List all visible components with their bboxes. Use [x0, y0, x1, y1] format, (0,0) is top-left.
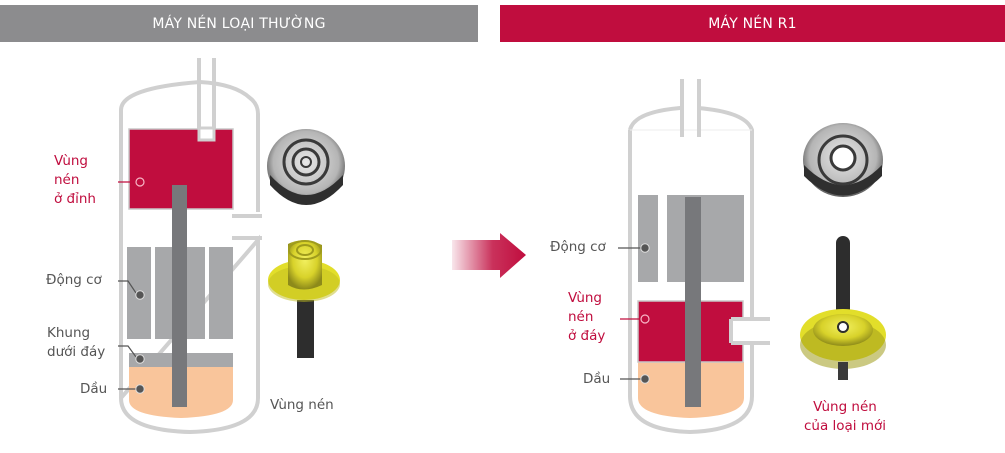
label-line: ở đáy: [568, 328, 606, 344]
lower-frame-marker: [135, 354, 145, 364]
standard-compressor-illustration: [118, 58, 262, 435]
arrow-right-icon: [452, 233, 526, 278]
r1-label-motor: Động cơ: [550, 239, 606, 255]
label-line: ở đỉnh: [54, 191, 96, 207]
standard-shaft: [172, 185, 187, 407]
label-oil: Dầu: [80, 381, 108, 397]
label-line: Vùng: [568, 290, 603, 306]
standard-scroll-parts-image: [267, 129, 345, 358]
header-standard-compressor: MÁY NÉN LOẠI THƯỜNG: [0, 5, 478, 42]
r1-motor-marker: [640, 243, 650, 253]
compression-zone-marker: [135, 177, 145, 187]
label-top-compression-zone: Vùng nén ở đỉnh: [54, 152, 96, 209]
header-r1-compressor-label: MÁY NÉN R1: [708, 15, 797, 32]
standard-suction-pipe: [197, 58, 216, 140]
r1-label-bottom-compression-zone: Vùng nén ở đáy: [568, 289, 605, 346]
r1-compression-zone-marker: [640, 314, 650, 324]
caption-standard-compression-part: Vùng nén: [270, 397, 334, 413]
motor-marker: [135, 290, 145, 300]
r1-scroll-parts-image: [800, 123, 886, 380]
standard-discharge-pipe: [232, 214, 262, 240]
r1-oil-marker: [640, 374, 650, 384]
r1-suction-pipe: [680, 79, 701, 137]
label-lower-frame: Khung dưới đáy: [47, 324, 105, 362]
label-line: dưới đáy: [47, 344, 106, 360]
r1-shaft: [685, 197, 701, 407]
label-line: nén: [568, 309, 594, 325]
label-line: Vùng: [54, 153, 89, 169]
label-motor: Động cơ: [46, 272, 102, 288]
caption-line: Vùng nén: [813, 399, 877, 415]
label-line: nén: [54, 172, 80, 188]
header-standard-compressor-label: MÁY NÉN LOẠI THƯỜNG: [152, 15, 326, 32]
r1-compressor-illustration: [618, 79, 770, 435]
r1-discharge-pipe: [729, 317, 770, 345]
standard-compressor-shell: [118, 79, 260, 435]
label-line: Khung: [47, 325, 91, 341]
r1-label-oil: Dầu: [583, 371, 611, 387]
header-r1-compressor: MÁY NÉN R1: [500, 5, 1005, 42]
caption-r1-compression-part: Vùng nén của loại mới: [800, 398, 890, 436]
oil-marker: [135, 384, 145, 394]
caption-line: của loại mới: [803, 418, 887, 434]
